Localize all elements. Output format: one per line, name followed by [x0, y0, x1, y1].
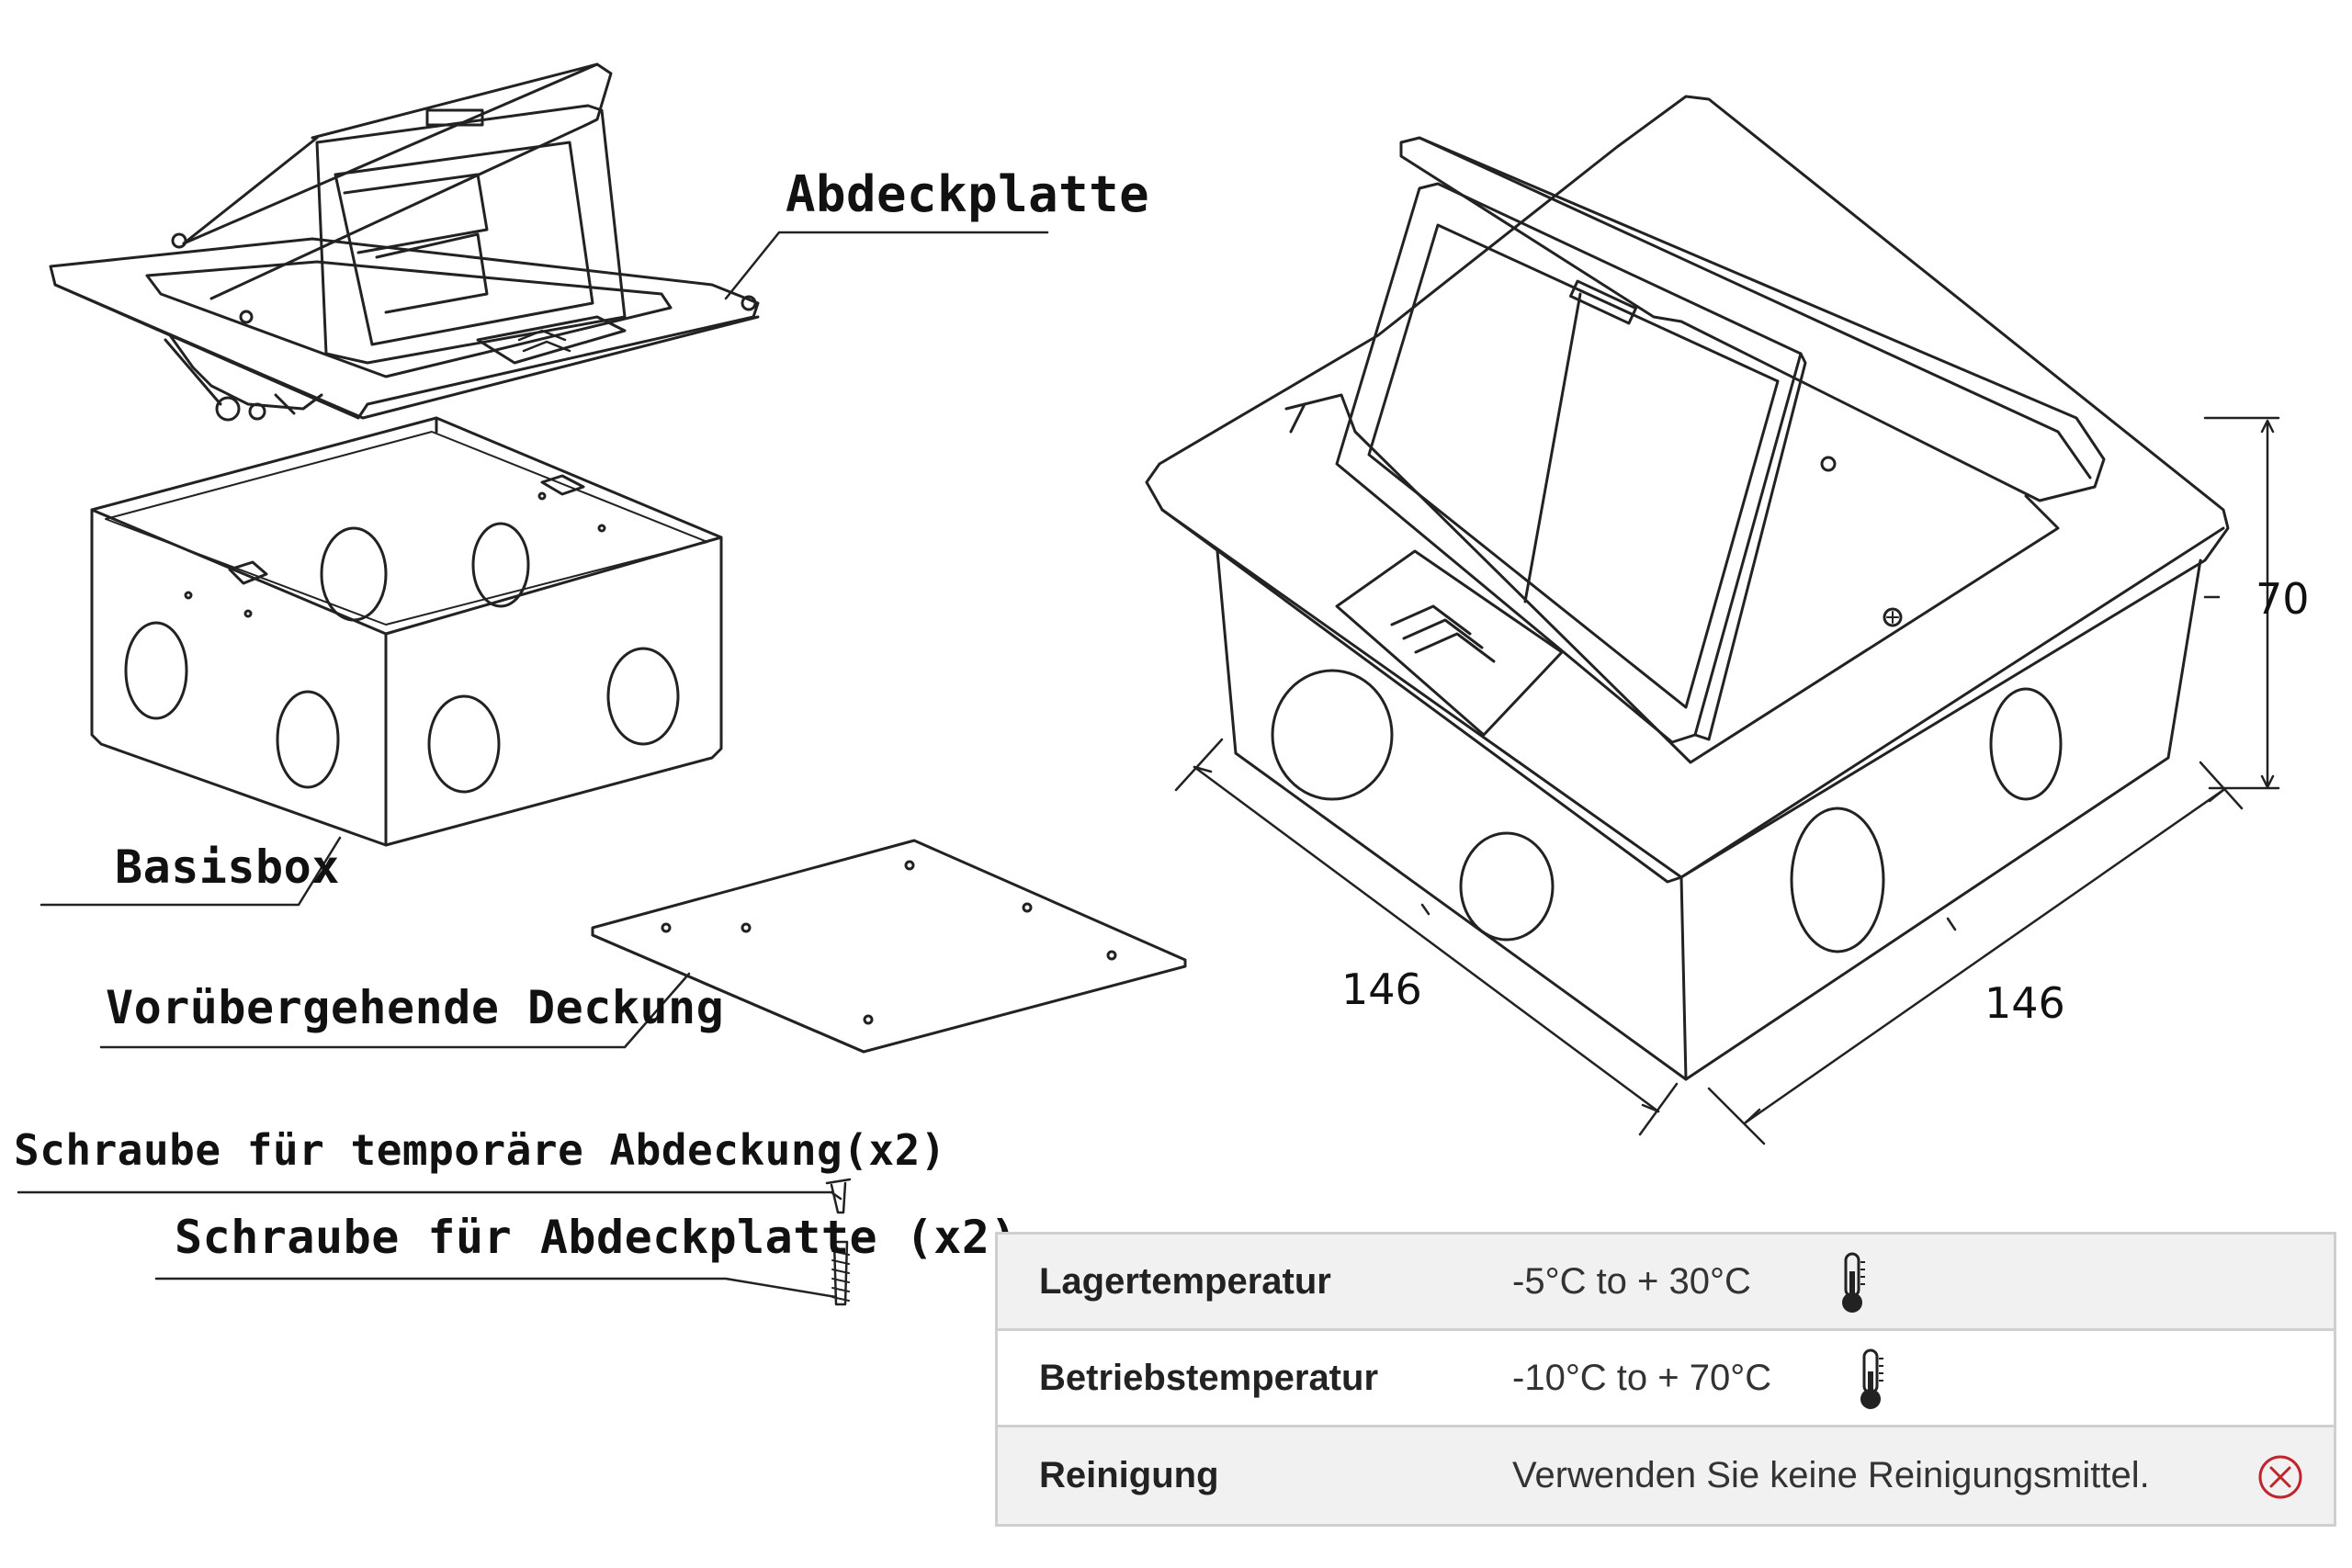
- temporary-cover-drawing: [99, 839, 1187, 1054]
- spec-table: Lagertemperatur -5°C to + 30°C Betriebst…: [995, 1232, 2336, 1527]
- spec-row-operating-temp: Betriebstemperatur -10°C to + 70°C: [998, 1331, 2334, 1427]
- spec-key: Lagertemperatur: [1039, 1260, 1331, 1302]
- no-cleaning-agent-icon: [2258, 1455, 2302, 1499]
- label-temporary-cover: Vorübergehende Deckung: [106, 981, 725, 1034]
- label-base-box: Basisbox: [115, 840, 340, 894]
- spec-value: Verwenden Sie keine Reinigungsmittel.: [1512, 1455, 2150, 1495]
- dimension-height: 70: [2256, 574, 2310, 624]
- screws-drawing: [17, 1178, 852, 1306]
- cover-plate-drawing: [49, 62, 1049, 422]
- spec-value: -5°C to + 30°C: [1512, 1260, 1751, 1302]
- base-box-drawing: [40, 416, 723, 907]
- assembled-box-drawing: [1145, 95, 2280, 1145]
- label-screw-temporary: Schraube für temporäre Abdeckung(x2): [14, 1125, 946, 1175]
- spec-key: Reinigung: [1039, 1455, 1219, 1495]
- spec-key: Betriebstemperatur: [1039, 1357, 1379, 1398]
- spec-row-cleaning: Reinigung Verwenden Sie keine Reinigungs…: [998, 1427, 2334, 1524]
- spec-row-storage-temp: Lagertemperatur -5°C to + 30°C: [998, 1235, 2334, 1331]
- thermometer-icon: [1842, 1252, 1865, 1313]
- thermometer-icon: [1860, 1348, 1883, 1409]
- label-cover-plate: Abdeckplatte: [786, 165, 1150, 223]
- dimension-width-right: 146: [1984, 978, 2065, 1028]
- dimension-width-left: 146: [1341, 964, 1422, 1014]
- spec-value: -10°C to + 70°C: [1512, 1357, 1772, 1398]
- label-screw-cover-plate: Schraube für Abdeckplatte (x2): [175, 1211, 1019, 1264]
